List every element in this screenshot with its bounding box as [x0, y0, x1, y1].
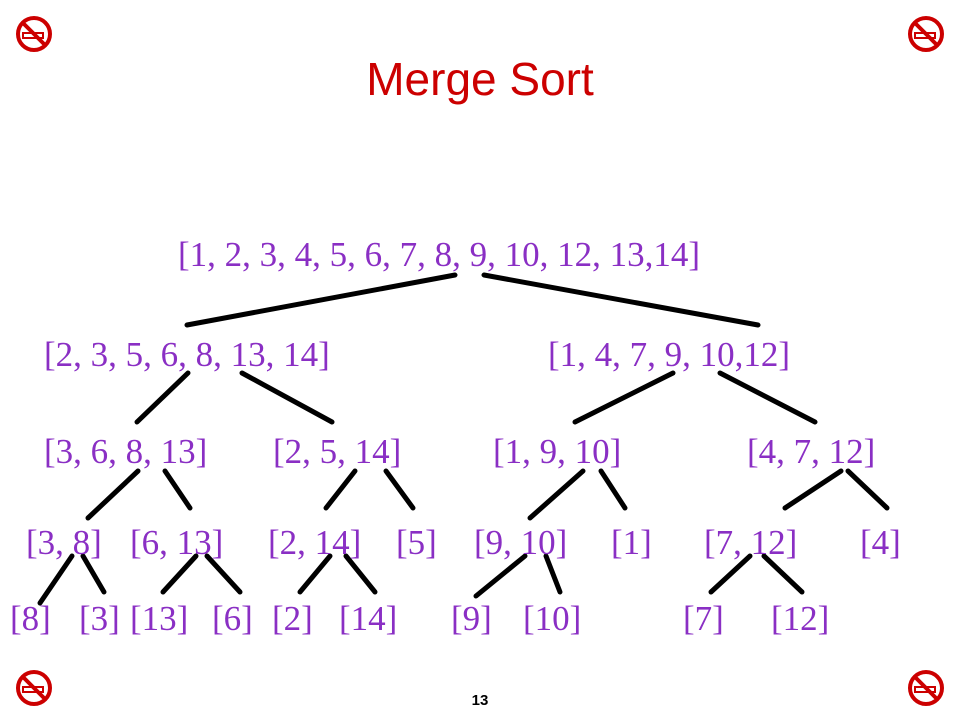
tree-edge — [160, 553, 199, 595]
tree-node: [9, 10] — [474, 523, 568, 562]
no-smoking-icon — [16, 16, 52, 52]
tree-edge — [297, 553, 333, 595]
tree-edge — [543, 553, 563, 595]
tree-node: [3, 8] — [26, 523, 102, 562]
tree-node: [1, 4, 7, 9, 10,12] — [548, 335, 791, 374]
tree-edge — [134, 370, 191, 425]
tree-node: [6] — [212, 599, 253, 638]
tree-edge — [572, 370, 676, 425]
tree-edge — [383, 468, 416, 511]
tree-edge — [323, 468, 358, 511]
no-smoking-icon — [908, 16, 944, 52]
tree-node: [14] — [339, 599, 398, 638]
tree-node: [2] — [272, 599, 313, 638]
tree-node-root: [1, 2, 3, 4, 5, 6, 7, 8, 9, 10, 12, 13,1… — [178, 235, 701, 274]
tree-node: [3, 6, 8, 13] — [44, 432, 208, 471]
tree-edge — [184, 272, 458, 328]
tree-edge — [204, 553, 243, 595]
tree-edge — [343, 553, 378, 595]
tree-node: [1, 9, 10] — [493, 432, 622, 471]
no-smoking-icon — [16, 670, 52, 706]
tree-node: [13] — [130, 599, 189, 638]
tree-node: [8] — [10, 599, 51, 638]
tree-node: [9] — [451, 599, 492, 638]
tree-node: [10] — [523, 599, 582, 638]
tree-edge — [598, 468, 628, 511]
tree-edge — [481, 272, 761, 328]
tree-edge — [80, 553, 107, 595]
page-number: 13 — [471, 692, 489, 709]
tree-node: [4] — [860, 523, 901, 562]
tree-edge — [239, 370, 335, 425]
tree-edge — [527, 468, 586, 521]
tree-edge — [782, 468, 844, 511]
tree-node: [5] — [396, 523, 437, 562]
tree-node: [2, 5, 14] — [273, 432, 402, 471]
tree-edge — [717, 370, 818, 425]
tree-node: [3] — [79, 599, 120, 638]
tree-edge — [708, 553, 753, 595]
no-smoking-icon — [908, 670, 944, 706]
tree-node: [2, 14] — [268, 523, 362, 562]
tree-node: [1] — [611, 523, 652, 562]
slide-title: Merge Sort — [366, 53, 594, 105]
tree-edge — [761, 553, 805, 595]
tree-node: [4, 7, 12] — [747, 432, 876, 471]
tree-edge — [473, 553, 528, 599]
tree-edge — [162, 468, 193, 511]
tree-node: [12] — [771, 599, 830, 638]
tree-edge — [37, 553, 75, 606]
tree-node: [2, 3, 5, 6, 8, 13, 14] — [44, 335, 330, 374]
tree-edge — [845, 468, 890, 511]
tree-node: [7] — [683, 599, 724, 638]
tree-node: [7, 12] — [704, 523, 798, 562]
tree-edge — [85, 468, 141, 521]
tree-node: [6, 13] — [130, 523, 224, 562]
